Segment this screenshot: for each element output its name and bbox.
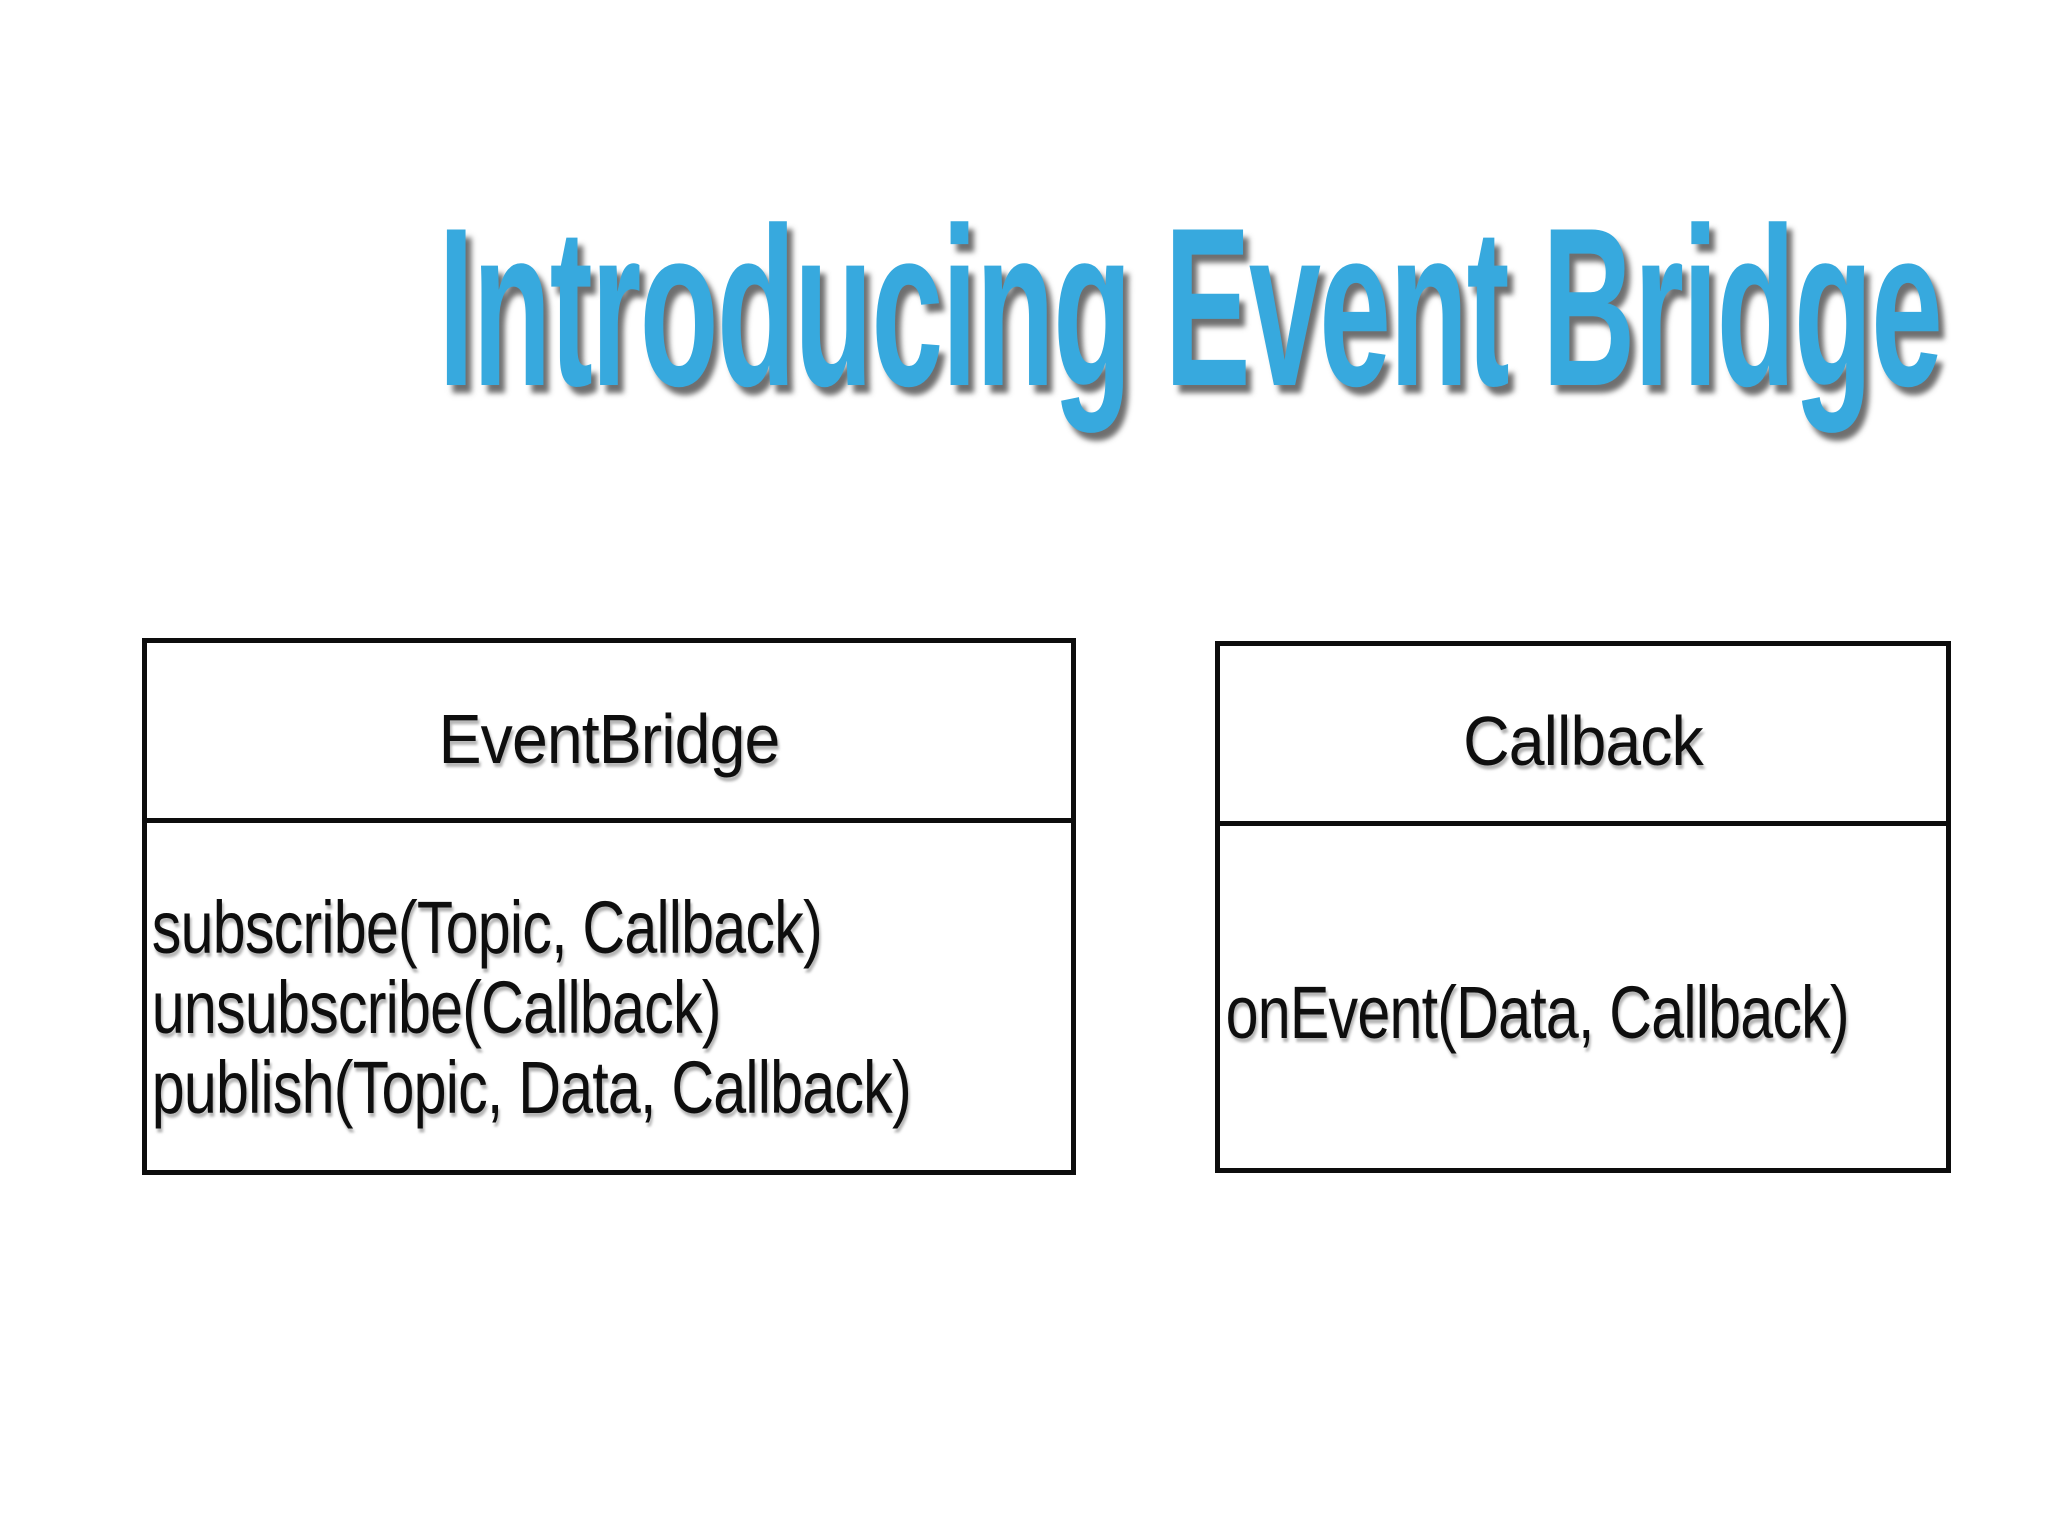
slide-title: Introducing Event Bridge	[438, 180, 1943, 433]
class-name-eventbridge: EventBridge	[438, 700, 781, 778]
class-name-callback: Callback	[1463, 702, 1704, 780]
class-box-callback: Callback onEvent(Data, Callback)	[1215, 641, 1951, 1173]
method-list-callback: onEvent(Data, Callback)	[1220, 826, 1850, 1054]
class-box-eventbridge: EventBridge subscribe(Topic, Callback) u…	[142, 638, 1076, 1175]
method-publish: publish(Topic, Data, Callback)	[151, 1046, 912, 1129]
method-subscribe: subscribe(Topic, Callback)	[151, 886, 823, 969]
method-onevent: onEvent(Data, Callback)	[1225, 971, 1850, 1054]
class-header-callback: Callback	[1220, 646, 1946, 826]
method-list-eventbridge: subscribe(Topic, Callback) unsubscribe(C…	[147, 823, 912, 1129]
class-body-callback: onEvent(Data, Callback)	[1220, 826, 1946, 1053]
class-body-eventbridge: subscribe(Topic, Callback) unsubscribe(C…	[147, 823, 1071, 1128]
class-header-eventbridge: EventBridge	[147, 643, 1071, 823]
method-unsubscribe: unsubscribe(Callback)	[151, 966, 722, 1049]
